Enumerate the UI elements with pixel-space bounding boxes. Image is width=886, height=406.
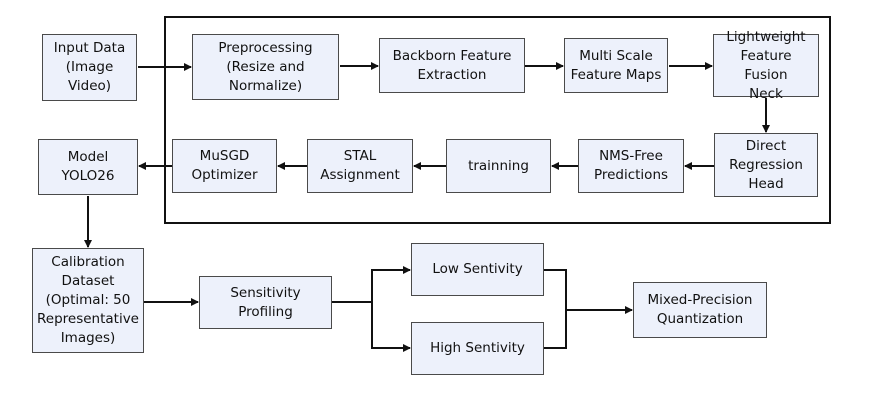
stal-label: STAL Assignment (320, 148, 400, 183)
musgd-box: MuSGD Optimizer (172, 139, 277, 193)
regression-head-label: Direct Regression Head (729, 137, 803, 192)
input-data-label: Input Data (Image Video) (53, 40, 126, 94)
training-label: trainning (468, 157, 529, 174)
pipeline-frame (164, 16, 831, 224)
mixed-precision-label: Mixed-Precision Quantization (647, 292, 753, 327)
preprocessing-box: Preprocessing (Resize and Normalize) (192, 34, 339, 100)
musgd-label: MuSGD Optimizer (191, 148, 258, 183)
low-sensitivity-label: Low Sentivity (432, 261, 523, 277)
preprocessing-label: Preprocessing (Resize and Normalize) (218, 39, 313, 94)
high-sensitivity-box: High Sentivity (411, 322, 544, 375)
model-label: Model YOLO26 (61, 149, 115, 184)
arrow-sensitivity-to-low (332, 266, 411, 303)
model-box: Model YOLO26 (38, 139, 138, 195)
calibration-box: Calibration Dataset (Optimal: 50 Represe… (32, 248, 144, 353)
training-box: trainning (446, 139, 551, 193)
arrow-sensitivity-to-high (371, 302, 411, 352)
sensitivity-label: Sensitivity Profiling (230, 284, 301, 320)
nms-free-label: NMS-Free Predictions (593, 148, 669, 183)
low-sensitivity-box: Low Sentivity (411, 243, 544, 296)
nms-free-box: NMS-Free Predictions (578, 139, 684, 193)
regression-head-box: Direct Regression Head (714, 133, 818, 197)
multi-scale-label: Multi Scale Feature Maps (570, 47, 662, 83)
sensitivity-box: Sensitivity Profiling (199, 276, 332, 329)
calibration-label: Calibration Dataset (Optimal: 50 Represe… (36, 254, 139, 346)
backbone-box: Backborn Feature Extraction (379, 38, 525, 93)
stal-box: STAL Assignment (307, 139, 413, 193)
high-sensitivity-label: High Sentivity (430, 340, 525, 356)
multi-scale-box: Multi Scale Feature Maps (564, 38, 668, 93)
fusion-neck-box: Lightweight Feature Fusion Neck (713, 29, 819, 102)
mixed-precision-box: Mixed-Precision Quantization (633, 282, 767, 338)
arrow-merge-to-mixed-precision (544, 269, 632, 349)
backbone-label: Backborn Feature Extraction (392, 47, 512, 83)
input-data-box: Input Data (Image Video) (42, 34, 137, 101)
fusion-neck-label: Lightweight Feature Fusion Neck (726, 28, 806, 102)
